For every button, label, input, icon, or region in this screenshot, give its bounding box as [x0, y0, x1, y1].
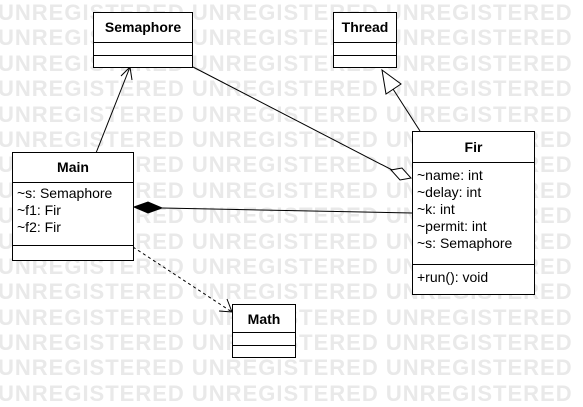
class-semaphore-attributes — [94, 43, 192, 56]
operation: +run(): void — [417, 269, 489, 285]
aggregation-diamond — [390, 167, 412, 181]
class-fir[interactable]: Fir ~name: int ~delay: int ~k: int ~perm… — [412, 131, 535, 295]
aggregation-fir-semaphore[interactable] — [192, 66, 397, 173]
class-thread-attributes — [334, 43, 396, 56]
dependency-arrowhead — [218, 298, 233, 313]
attribute: ~delay: int — [417, 184, 482, 200]
class-thread-name: Thread — [334, 13, 396, 43]
class-math[interactable]: Math — [232, 304, 296, 358]
class-thread[interactable]: Thread — [333, 12, 397, 68]
generalization-fir-thread[interactable] — [392, 88, 421, 132]
class-fir-operations: +run(): void — [413, 265, 534, 294]
class-semaphore[interactable]: Semaphore — [93, 12, 193, 68]
composition-fir-main[interactable] — [161, 207, 413, 214]
class-fir-attributes: ~name: int ~delay: int ~k: int ~permit: … — [413, 163, 534, 265]
class-math-attributes — [233, 333, 295, 346]
class-main[interactable]: Main ~s: Semaphore ~f1: Fir ~f2: Fir — [12, 152, 134, 261]
class-semaphore-operations — [94, 56, 192, 67]
association-main-semaphore[interactable] — [95, 66, 131, 154]
class-math-operations — [233, 346, 295, 357]
class-fir-name: Fir — [413, 132, 534, 163]
attribute: ~permit: int — [417, 218, 487, 234]
attribute: ~s: Semaphore — [417, 235, 513, 251]
dependency-main-math[interactable] — [132, 246, 233, 313]
class-main-attributes: ~s: Semaphore ~f1: Fir ~f2: Fir — [13, 183, 133, 246]
class-main-operations — [13, 246, 133, 260]
attribute: ~k: int — [417, 201, 455, 217]
attribute: ~s: Semaphore — [17, 185, 113, 201]
class-semaphore-name: Semaphore — [94, 13, 192, 43]
generalization-triangle — [381, 68, 402, 95]
class-thread-operations — [334, 56, 396, 67]
class-main-name: Main — [13, 153, 133, 183]
attribute: ~f2: Fir — [17, 219, 61, 235]
class-math-name: Math — [233, 305, 295, 333]
attribute: ~name: int — [417, 167, 483, 183]
composition-diamond — [132, 201, 164, 214]
attribute: ~f1: Fir — [17, 202, 61, 218]
association-arrowhead — [120, 65, 133, 81]
